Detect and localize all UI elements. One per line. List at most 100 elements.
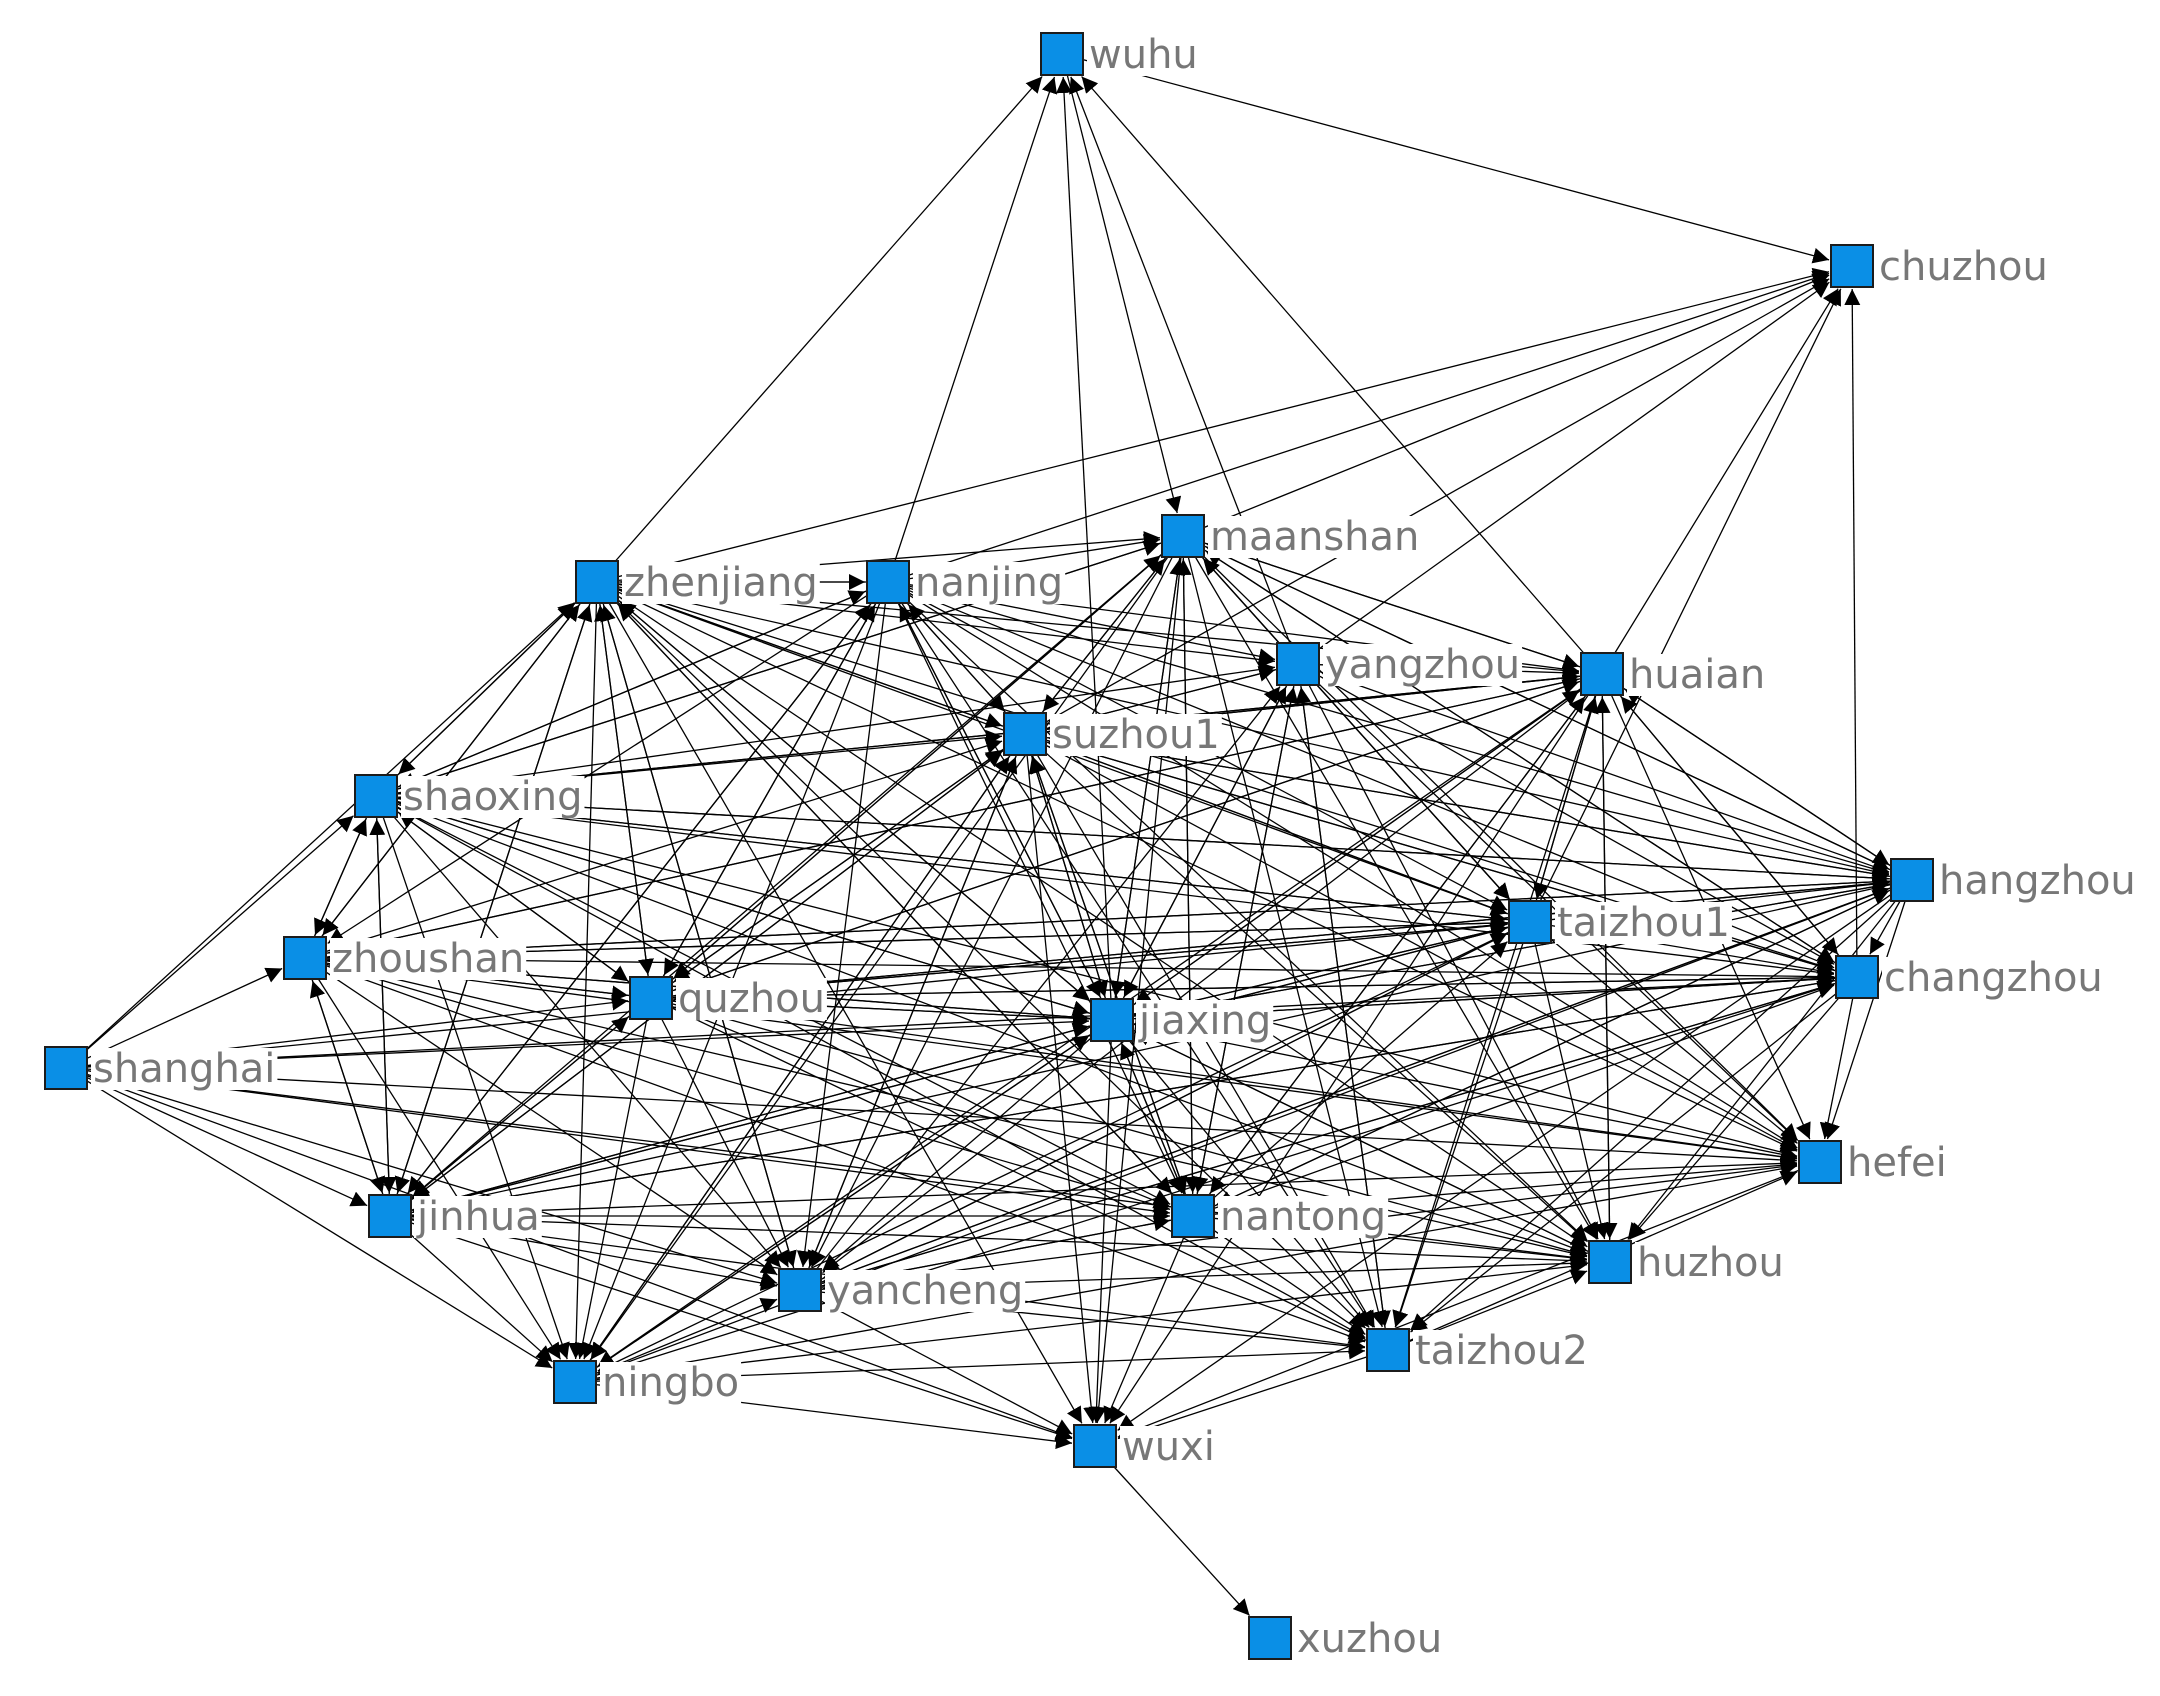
edge-hangzhou-to-nantong bbox=[1215, 889, 1892, 1206]
edge-nanjing-to-chuzhou bbox=[908, 270, 1830, 576]
edge-jinhua-to-wuxi bbox=[410, 1222, 1073, 1442]
edge-shanghai-to-wuxi bbox=[86, 1075, 1073, 1440]
node-box-quzhou[interactable] bbox=[629, 976, 673, 1020]
node-wuxi[interactable]: wuxi bbox=[1073, 1424, 1217, 1470]
node-box-taizhou1[interactable] bbox=[1508, 900, 1552, 944]
node-hangzhou[interactable]: hangzhou bbox=[1890, 858, 2138, 904]
edge-ningbo-to-hefei bbox=[595, 1160, 1798, 1379]
node-yangzhou[interactable]: yangzhou bbox=[1276, 642, 1523, 688]
edge-quzhou-to-taizhou2 bbox=[671, 1007, 1366, 1340]
node-huzhou[interactable]: huzhou bbox=[1588, 1240, 1786, 1286]
edge-quzhou-to-ningbo bbox=[574, 1018, 648, 1360]
node-hefei[interactable]: hefei bbox=[1798, 1140, 1949, 1186]
node-box-suzhou1[interactable] bbox=[1003, 712, 1047, 756]
node-suzhou1[interactable]: suzhou1 bbox=[1003, 712, 1222, 758]
node-box-taizhou2[interactable] bbox=[1366, 1328, 1410, 1372]
node-box-wuxi[interactable] bbox=[1073, 1424, 1117, 1468]
node-shaoxing[interactable]: shaoxing bbox=[354, 774, 585, 820]
edge-yangzhou-to-nantong bbox=[1192, 684, 1295, 1194]
edge-shaoxing-to-ningbo bbox=[382, 816, 570, 1360]
node-jinhua[interactable]: jinhua bbox=[368, 1194, 542, 1240]
node-box-shaoxing[interactable] bbox=[354, 774, 398, 818]
node-box-xuzhou[interactable] bbox=[1248, 1616, 1292, 1660]
node-wuhu[interactable]: wuhu bbox=[1040, 32, 1200, 78]
node-box-nanjing[interactable] bbox=[866, 560, 910, 604]
node-box-maanshan[interactable] bbox=[1161, 514, 1205, 558]
edge-wuhu-to-chuzhou bbox=[1082, 59, 1830, 264]
node-zhenjiang[interactable]: zhenjiang bbox=[575, 560, 820, 606]
node-box-hangzhou[interactable] bbox=[1890, 858, 1934, 902]
edge-huaian-to-changzhou bbox=[1619, 694, 1839, 955]
edge-hangzhou-to-yancheng bbox=[822, 887, 1892, 1284]
node-label-jiaxing: jiaxing bbox=[1138, 998, 1271, 1044]
edge-shanghai-to-nantong bbox=[86, 1070, 1171, 1219]
node-shanghai[interactable]: shanghai bbox=[44, 1046, 278, 1092]
edge-quzhou-to-yancheng bbox=[661, 1018, 789, 1268]
edge-taizhou2-to-wuxi bbox=[1117, 1356, 1368, 1442]
edge-quzhou-to-huzhou bbox=[671, 1003, 1588, 1260]
edge-nanjing-to-hefei bbox=[908, 594, 1798, 1149]
edge-hangzhou-to-quzhou bbox=[673, 881, 1892, 1003]
node-label-background bbox=[1845, 1142, 1949, 1184]
node-box-yancheng[interactable] bbox=[778, 1268, 822, 1312]
node-box-yangzhou[interactable] bbox=[1276, 642, 1320, 686]
node-box-jiaxing[interactable] bbox=[1090, 998, 1134, 1042]
node-box-zhoushan[interactable] bbox=[283, 936, 327, 980]
node-yancheng[interactable]: yancheng bbox=[778, 1268, 1026, 1314]
node-box-changzhou[interactable] bbox=[1835, 955, 1879, 999]
node-label-background bbox=[622, 562, 820, 604]
node-box-shanghai[interactable] bbox=[44, 1046, 88, 1090]
edge-shaoxing-to-yancheng bbox=[393, 816, 782, 1268]
node-quzhou[interactable]: quzhou bbox=[629, 976, 827, 1022]
edge-changzhou-to-taizhou2 bbox=[1410, 993, 1837, 1333]
node-label-background bbox=[1120, 1426, 1217, 1468]
edge-quzhou-to-suzhou1 bbox=[671, 749, 1003, 984]
node-changzhou[interactable]: changzhou bbox=[1835, 955, 2105, 1001]
node-taizhou2[interactable]: taizhou2 bbox=[1366, 1328, 1590, 1374]
edge-nanjing-to-zhoushan bbox=[327, 594, 868, 944]
edge-huaian-to-taizhou2 bbox=[1392, 694, 1596, 1328]
node-box-huaian[interactable] bbox=[1580, 652, 1624, 696]
edge-nantong-to-suzhou1 bbox=[1030, 756, 1187, 1196]
edge-jiaxing-to-ningbo bbox=[597, 1033, 1092, 1368]
edge-jiaxing-to-suzhou1 bbox=[1028, 756, 1107, 1000]
node-label-background bbox=[1627, 654, 1768, 696]
node-label-nantong: nantong bbox=[1220, 1194, 1386, 1240]
node-box-chuzhou[interactable] bbox=[1830, 244, 1874, 288]
edge-nanjing-to-hangzhou bbox=[908, 587, 1890, 877]
edge-maanshan-to-hangzhou bbox=[1203, 545, 1890, 870]
node-box-ningbo[interactable] bbox=[553, 1360, 597, 1404]
node-label-suzhou1: suzhou1 bbox=[1052, 712, 1220, 758]
edge-zhenjiang-to-huzhou bbox=[617, 595, 1588, 1248]
node-maanshan[interactable]: maanshan bbox=[1161, 514, 1422, 560]
edge-zhenjiang-to-nantong bbox=[616, 602, 1173, 1194]
node-jiaxing[interactable]: jiaxing bbox=[1090, 998, 1274, 1044]
edge-nantong-to-jiaxing bbox=[1120, 1042, 1185, 1196]
node-box-huzhou[interactable] bbox=[1588, 1240, 1632, 1284]
node-box-wuhu[interactable] bbox=[1040, 32, 1084, 76]
node-nantong[interactable]: nantong bbox=[1171, 1194, 1389, 1240]
node-xuzhou[interactable]: xuzhou bbox=[1248, 1616, 1445, 1662]
edge-zhenjiang-to-hefei bbox=[617, 591, 1798, 1152]
node-box-zhenjiang[interactable] bbox=[575, 560, 619, 604]
edge-huaian-to-huzhou bbox=[1601, 694, 1618, 1240]
edge-quzhou-to-jinhua bbox=[412, 1015, 631, 1198]
edge-jinhua-to-zhoushan bbox=[309, 980, 384, 1196]
edge-zhenjiang-to-quzhou bbox=[599, 602, 654, 976]
node-zhoushan[interactable]: zhoushan bbox=[283, 936, 527, 982]
node-label-zhoushan: zhoushan bbox=[332, 936, 524, 982]
edge-jiaxing-to-shaoxing bbox=[398, 799, 1092, 1015]
node-ningbo[interactable]: ningbo bbox=[553, 1360, 742, 1406]
node-box-hefei[interactable] bbox=[1798, 1140, 1842, 1184]
node-nanjing[interactable]: nanjing bbox=[866, 560, 1066, 606]
node-box-nantong[interactable] bbox=[1171, 1194, 1215, 1238]
edge-jinhua-to-shaoxing bbox=[369, 818, 390, 1196]
edge-shanghai-to-zhenjiang bbox=[86, 602, 575, 1050]
edge-zhenjiang-to-chuzhou bbox=[617, 267, 1830, 578]
node-taizhou1[interactable]: taizhou1 bbox=[1508, 900, 1732, 946]
node-chuzhou[interactable]: chuzhou bbox=[1830, 244, 2050, 290]
node-box-jinhua[interactable] bbox=[368, 1194, 412, 1238]
edge-quzhou-to-shaoxing bbox=[398, 812, 631, 984]
node-huaian[interactable]: huaian bbox=[1580, 652, 1768, 698]
